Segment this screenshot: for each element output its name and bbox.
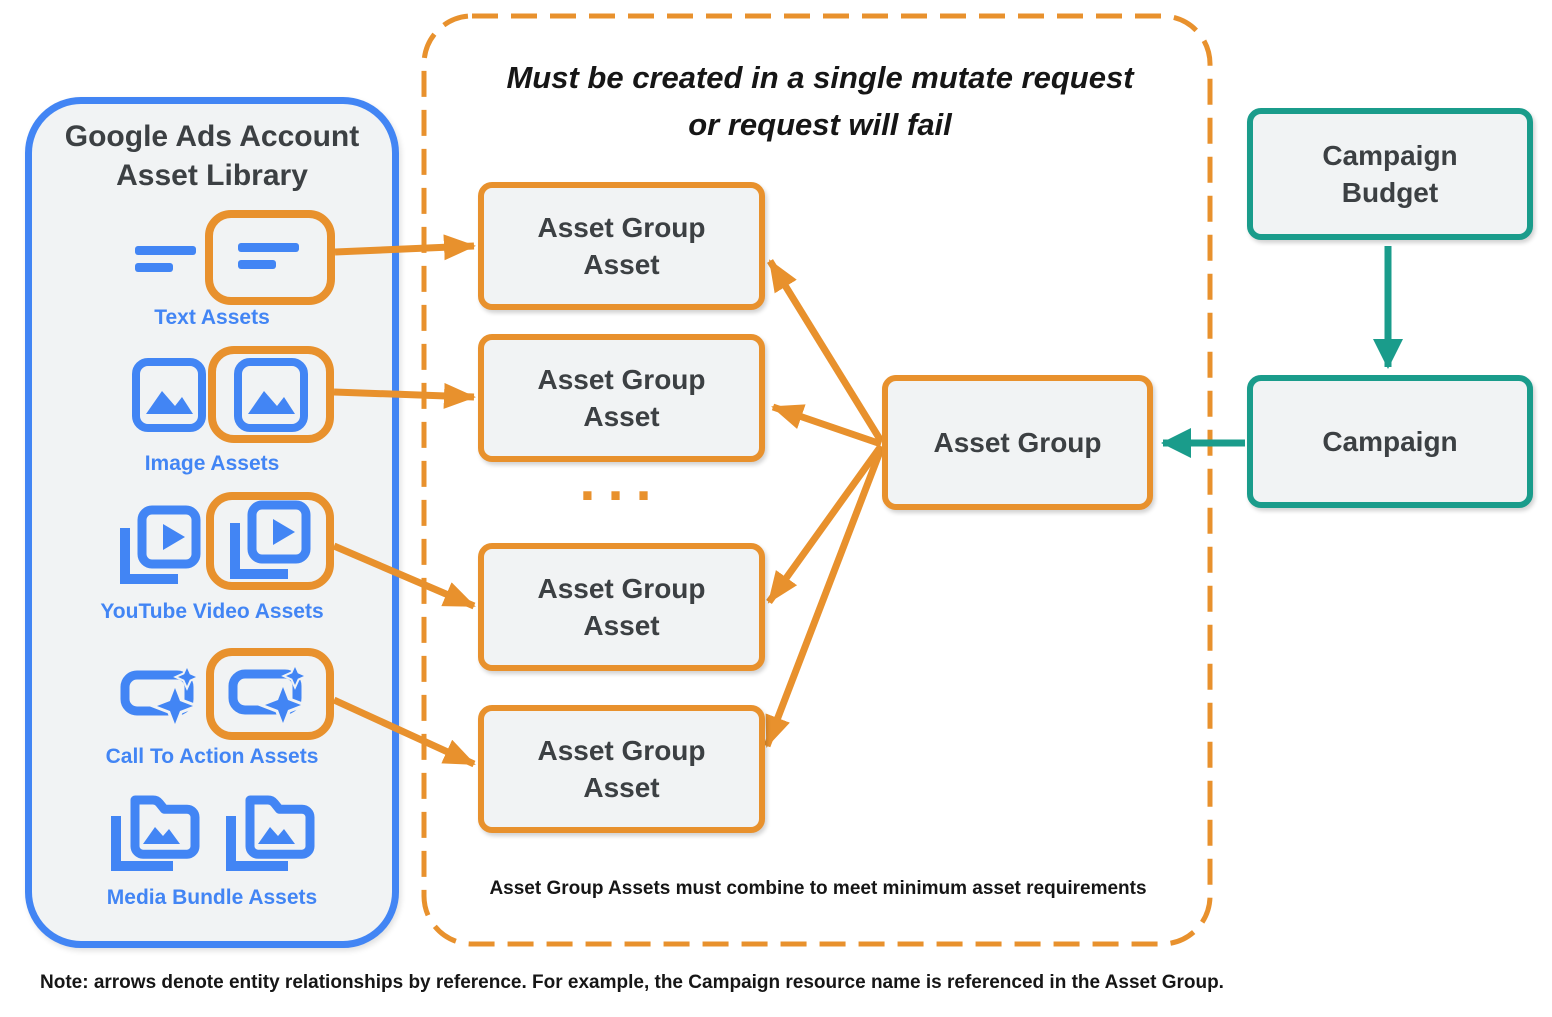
asset-group-asset-box-1: Asset Group Asset bbox=[478, 182, 765, 310]
asset-library-title: Google Ads Account Asset Library bbox=[64, 120, 360, 192]
media-bundle-folder-icon bbox=[226, 795, 315, 871]
call-to-action-assets-label: Call To Action Assets bbox=[105, 745, 319, 768]
video-stack-icon bbox=[120, 505, 201, 584]
cta-sparkle-icon bbox=[120, 663, 202, 730]
campaign-budget-box: Campaign Budget bbox=[1247, 108, 1533, 240]
arrow-asset-group-to-asset-group-asset-2 bbox=[771, 403, 883, 448]
media-bundle-folder-icon bbox=[111, 795, 200, 871]
image-icon bbox=[132, 358, 206, 432]
youtube-video-assets-label: YouTube Video Assets bbox=[100, 600, 324, 623]
arrow-video-asset-to-asset-group-asset bbox=[332, 542, 476, 610]
cta-sparkle-icon bbox=[228, 662, 310, 729]
selected-image-asset-box bbox=[208, 346, 334, 443]
text-assets-label: Text Assets bbox=[154, 306, 270, 329]
text-lines-icon bbox=[238, 242, 299, 269]
asset-requirements-footnote: Asset Group Assets must combine to meet … bbox=[489, 878, 1147, 899]
asset-group-asset-box-4: Asset Group Asset bbox=[478, 705, 765, 833]
arrow-asset-group-to-asset-group-asset-3 bbox=[766, 443, 884, 605]
arrow-asset-group-to-asset-group-asset-4 bbox=[763, 447, 885, 748]
text-lines-icon bbox=[135, 246, 196, 272]
media-bundle-assets-label: Media Bundle Assets bbox=[106, 886, 318, 909]
ellipsis: ... bbox=[579, 448, 664, 513]
arrow-cta-asset-to-asset-group-asset bbox=[332, 696, 476, 768]
asset-group-asset-box-2: Asset Group Asset bbox=[478, 334, 765, 462]
mutate-request-title: Must be created in a single mutate reque… bbox=[506, 60, 1134, 142]
arrow-text-asset-to-asset-group-asset bbox=[334, 234, 476, 261]
image-assets-label: Image Assets bbox=[144, 452, 280, 475]
arrow-image-asset-to-asset-group-asset bbox=[333, 382, 476, 409]
selected-cta-asset-box bbox=[206, 648, 334, 740]
image-icon bbox=[234, 357, 308, 432]
asset-group-box: Asset Group bbox=[882, 375, 1153, 510]
asset-library-panel: Google Ads Account Asset Library Text As… bbox=[25, 97, 399, 948]
reference-note: Note: arrows denote entity relationships… bbox=[40, 972, 1224, 993]
campaign-box: Campaign bbox=[1247, 375, 1533, 508]
selected-video-asset-box bbox=[206, 492, 334, 590]
video-stack-icon bbox=[230, 500, 311, 579]
asset-group-asset-box-3: Asset Group Asset bbox=[478, 543, 765, 671]
arrow-asset-group-to-asset-group-asset-1 bbox=[767, 259, 884, 443]
selected-text-asset-box bbox=[205, 210, 335, 305]
mutate-request-boundary bbox=[421, 13, 1213, 947]
